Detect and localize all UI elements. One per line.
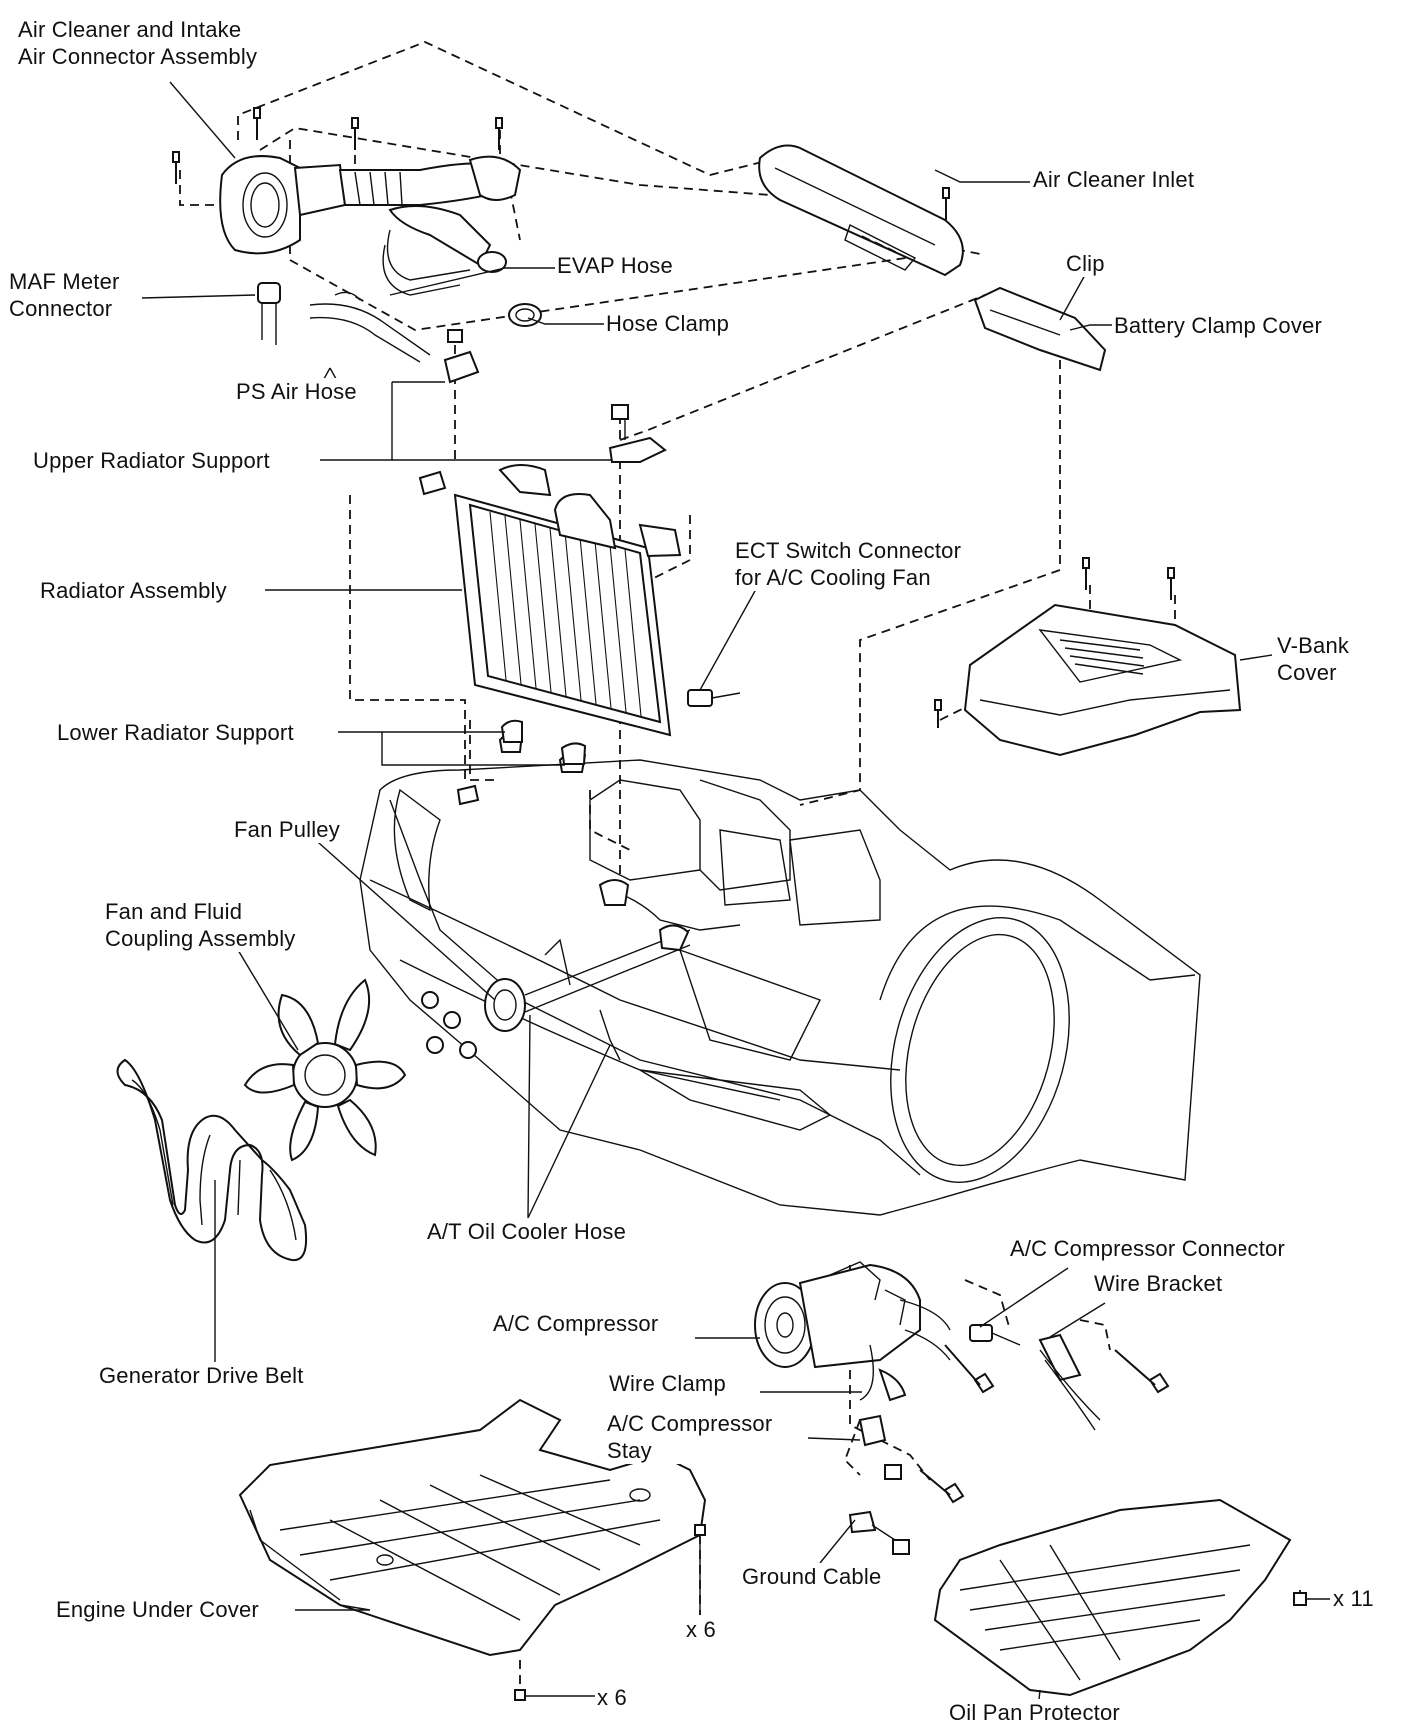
- label-ect-switch-connector: ECT Switch Connector for A/C Cooling Fan: [735, 537, 962, 591]
- label-v-bank-cover: V-Bank Cover: [1277, 632, 1350, 686]
- label-ac-compressor: A/C Compressor: [493, 1310, 659, 1337]
- label-line: A/C Compressor: [607, 1411, 773, 1436]
- label-wire-clamp: Wire Clamp: [609, 1370, 726, 1397]
- label-line: ECT Switch Connector: [735, 538, 962, 563]
- label-clip: Clip: [1066, 250, 1105, 277]
- label-at-oil-cooler-hose: A/T Oil Cooler Hose: [427, 1218, 627, 1245]
- label-lower-radiator-support: Lower Radiator Support: [57, 719, 294, 746]
- label-quantity-x11: x 11: [1333, 1585, 1374, 1612]
- label-hose-clamp: Hose Clamp: [606, 310, 730, 337]
- label-ac-compressor-stay: A/C Compressor Stay: [607, 1410, 773, 1464]
- ect-switch-connector-part: [687, 689, 741, 707]
- under-cover-bolts: [514, 1524, 1307, 1701]
- battery-clamp-cover-part: [973, 286, 1107, 372]
- label-line: Fan and Fluid: [105, 899, 243, 924]
- air-cleaner-intake-assembly: [219, 155, 542, 363]
- label-air-cleaner-intake-assembly: Air Cleaner and Intake Air Connector Ass…: [18, 16, 258, 70]
- fan-coupling-part: [243, 978, 407, 1162]
- label-line: Air Cleaner and Intake: [18, 17, 242, 42]
- label-oil-pan-protector: Oil Pan Protector: [949, 1699, 1120, 1726]
- label-ac-compressor-connector: A/C Compressor Connector: [1010, 1235, 1286, 1262]
- v-bank-cover-part: [963, 603, 1242, 757]
- upper-radiator-supports: [443, 350, 667, 463]
- label-line: Stay: [607, 1438, 652, 1463]
- label-line: MAF Meter: [9, 269, 120, 294]
- ac-compressor-part: [754, 1261, 951, 1401]
- lower-radiator-supports: [456, 719, 587, 806]
- car-body-outline: [359, 759, 1201, 1216]
- leader-lines: [141, 81, 1330, 1701]
- label-line: Cover: [1277, 660, 1337, 685]
- label-maf-meter-connector: MAF Meter Connector: [9, 268, 120, 322]
- label-engine-under-cover: Engine Under Cover: [56, 1596, 259, 1623]
- air-cleaner-inlet-part: [758, 144, 964, 277]
- label-line: Connector: [9, 296, 113, 321]
- radiator-part: [418, 464, 682, 773]
- fan-pulley-part: [421, 879, 691, 1061]
- label-wire-bracket: Wire Bracket: [1094, 1270, 1223, 1297]
- label-upper-radiator-support: Upper Radiator Support: [33, 447, 270, 474]
- label-quantity-x6-bottom: x 6: [597, 1684, 627, 1711]
- oil-pan-protector-part: [933, 1498, 1292, 1697]
- label-ground-cable: Ground Cable: [742, 1563, 882, 1590]
- label-battery-clamp-cover: Battery Clamp Cover: [1114, 312, 1322, 339]
- label-fan-pulley: Fan Pulley: [234, 816, 340, 843]
- label-ps-air-hose: PS Air Hose: [236, 378, 357, 405]
- label-line: V-Bank: [1277, 633, 1350, 658]
- label-line: Air Connector Assembly: [18, 44, 258, 69]
- label-line: Coupling Assembly: [105, 926, 296, 951]
- generator-belt-part: [116, 1058, 308, 1262]
- label-line: for A/C Cooling Fan: [735, 565, 931, 590]
- label-air-cleaner-inlet: Air Cleaner Inlet: [1033, 166, 1195, 193]
- label-generator-drive-belt: Generator Drive Belt: [99, 1362, 304, 1389]
- label-quantity-x6-right: x 6: [686, 1616, 716, 1643]
- engine-under-cover-part: [238, 1398, 707, 1657]
- label-radiator-assembly: Radiator Assembly: [40, 577, 227, 604]
- bolts-top: [172, 107, 1175, 728]
- label-evap-hose: EVAP Hose: [557, 252, 673, 279]
- ac-connector-bracket-parts: [848, 1324, 1170, 1555]
- label-fan-fluid-coupling-assembly: Fan and Fluid Coupling Assembly: [105, 898, 296, 952]
